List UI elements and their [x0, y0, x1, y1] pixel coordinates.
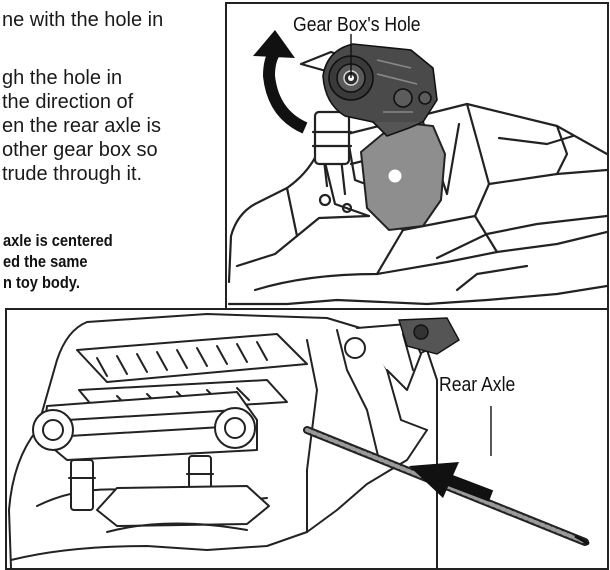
instruction-line: gh the hole in [2, 67, 123, 89]
gear-box-drawing [227, 30, 607, 306]
instruction-line: ne with the hole in [2, 9, 164, 31]
note-line: ed the same [3, 252, 88, 271]
note-line: n toy body. [3, 273, 80, 292]
gear-box-illustration: Gear Box's Hole [225, 2, 609, 316]
rear-axle-label: Rear Axle [439, 374, 516, 396]
arrow-left-icon [409, 462, 494, 502]
instruction-line: en the rear axle is [2, 115, 161, 137]
instruction-text: ne with the hole in gh the hole in the d… [0, 0, 218, 300]
rear-axle-rod [303, 426, 590, 546]
rear-axle-illustration: Rear Axle [5, 308, 609, 570]
instruction-line: trude through it. [2, 163, 143, 185]
instruction-line: other gear box so [2, 139, 158, 161]
gear-box-hole-label: Gear Box's Hole [293, 14, 421, 36]
curved-arrow-icon [253, 30, 308, 134]
rear-axle-drawing [8, 313, 590, 568]
instruction-line: the direction of [2, 91, 134, 113]
note-line: axle is centered [3, 231, 113, 250]
